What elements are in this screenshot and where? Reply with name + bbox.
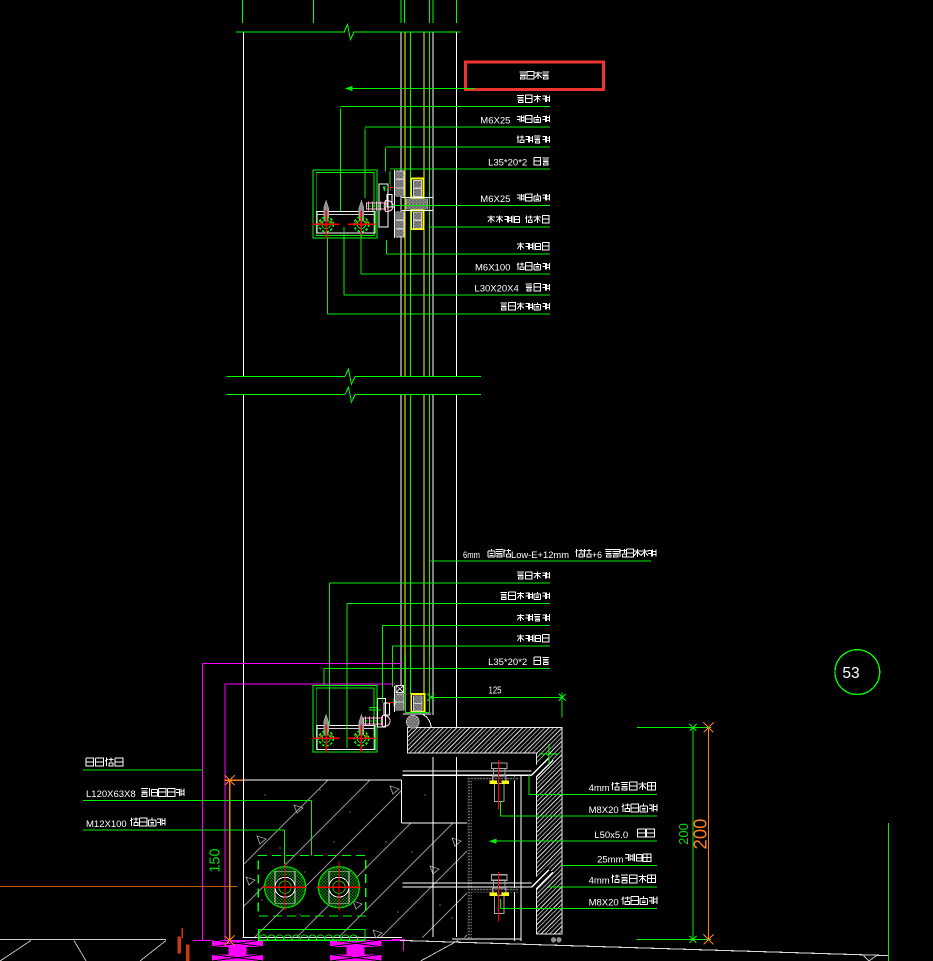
svg-text:25mm: 25mm bbox=[597, 855, 623, 866]
svg-text:M8X20: M8X20 bbox=[589, 897, 619, 908]
svg-text:L120X63X8: L120X63X8 bbox=[86, 789, 136, 800]
svg-text:6mm: 6mm bbox=[463, 550, 480, 561]
svg-text:M12X100: M12X100 bbox=[86, 819, 127, 830]
svg-text:L30X20X4: L30X20X4 bbox=[474, 284, 518, 295]
svg-text:M6X25: M6X25 bbox=[480, 115, 510, 126]
svg-text:53: 53 bbox=[842, 665, 859, 682]
svg-text:4mm: 4mm bbox=[589, 876, 610, 887]
svg-text:4mm: 4mm bbox=[589, 783, 610, 794]
svg-text:Low-E+12mm: Low-E+12mm bbox=[511, 550, 569, 561]
svg-text:+6: +6 bbox=[592, 550, 602, 561]
svg-text:200: 200 bbox=[690, 819, 711, 850]
svg-text:M6X100: M6X100 bbox=[475, 263, 510, 274]
svg-text:200: 200 bbox=[676, 823, 691, 845]
svg-text:M8X20: M8X20 bbox=[589, 805, 619, 816]
svg-text:150: 150 bbox=[208, 848, 224, 872]
svg-text:L50x5.0: L50x5.0 bbox=[594, 830, 628, 841]
svg-text:L35*20*2: L35*20*2 bbox=[488, 657, 527, 668]
svg-text:L35*20*2: L35*20*2 bbox=[488, 158, 527, 169]
svg-text:125: 125 bbox=[489, 686, 502, 697]
svg-text:M6X25: M6X25 bbox=[480, 194, 510, 205]
